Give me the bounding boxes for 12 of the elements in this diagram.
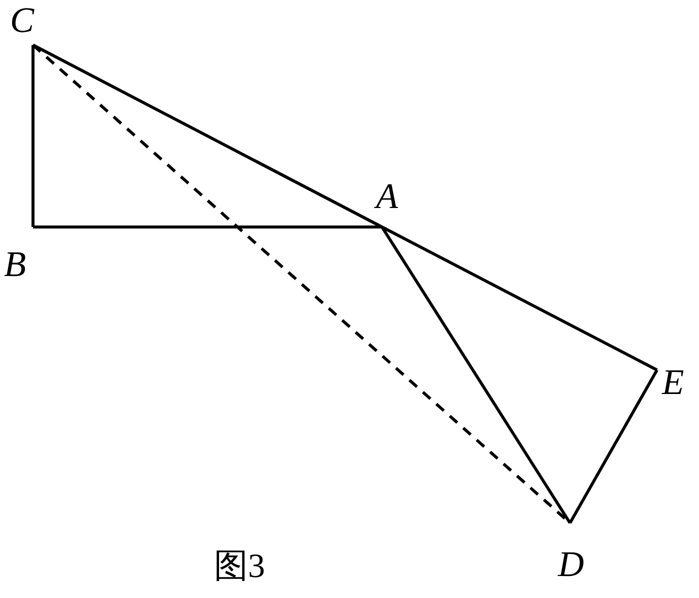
line-segment	[568, 369, 658, 524]
point-label: D	[558, 546, 584, 582]
figure-caption: 图3	[214, 550, 265, 584]
line-segment	[381, 226, 658, 372]
line-segment	[33, 226, 382, 228]
point-label: A	[376, 178, 398, 214]
point-label: C	[10, 2, 34, 38]
point-label: E	[662, 364, 684, 400]
line-segment	[32, 44, 383, 228]
line-segment	[32, 45, 34, 227]
line-segment	[380, 226, 572, 524]
point-label: B	[4, 246, 26, 282]
